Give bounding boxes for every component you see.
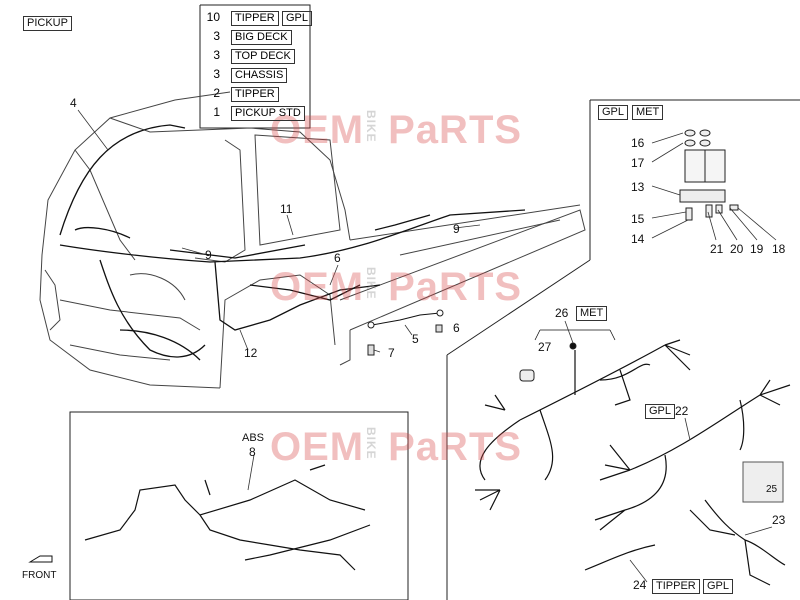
- callout: 14: [631, 232, 645, 246]
- callout: 21: [710, 242, 724, 256]
- kit-row: 3 CHASSIS: [200, 67, 320, 85]
- cable-24: [584, 544, 656, 571]
- callout: 13: [631, 180, 645, 194]
- callout: 18: [772, 242, 786, 256]
- met-tag: MET: [632, 105, 664, 120]
- gpl-tag: GPL: [598, 105, 629, 120]
- front-label: FRONT: [22, 570, 57, 581]
- callout: 9: [205, 248, 212, 262]
- kit-row: 2 TIPPER: [200, 86, 320, 104]
- kit-row: 10 TIPPER GPL: [200, 10, 320, 28]
- kit-row: 3 TOP DECK: [200, 48, 320, 66]
- harness-23: [689, 499, 786, 586]
- callout: 27: [538, 340, 552, 354]
- callout: 23: [772, 513, 786, 527]
- gpl-tag-24: GPL: [703, 579, 734, 594]
- kit-table-frame: [199, 4, 311, 129]
- callout: 6: [453, 321, 460, 335]
- callout: 12: [244, 346, 258, 360]
- callout: 11: [280, 202, 293, 216]
- callout: 8: [249, 445, 256, 459]
- bolt-part-7: [367, 344, 375, 356]
- callout: 4: [70, 96, 77, 110]
- callout: 24: [633, 578, 647, 592]
- gpl-tag-22: GPL: [645, 404, 676, 419]
- callout: 7: [388, 346, 395, 360]
- clip-part-6: [435, 324, 443, 333]
- callout: 17: [631, 156, 645, 170]
- met-tag-26: MET: [576, 306, 608, 321]
- label-card-25: [742, 461, 784, 503]
- callout: 19: [750, 242, 764, 256]
- callout: 9: [453, 222, 460, 236]
- abs-harness-8: [84, 464, 371, 571]
- callout: 26: [555, 306, 569, 320]
- truck-cab-drawing: [39, 91, 586, 389]
- callout: 15: [631, 212, 645, 226]
- pickup-tag: PICKUP: [23, 16, 72, 31]
- callout: 20: [730, 242, 744, 256]
- cab-harness: [59, 124, 526, 361]
- callout: 22: [675, 404, 689, 418]
- abs-label: ABS: [242, 432, 265, 444]
- kit-row: 3 BIG DECK: [200, 29, 320, 47]
- front-arrow-icon: [28, 555, 53, 563]
- grommet-27: [519, 369, 535, 382]
- callout: 5: [412, 332, 419, 346]
- tipper-tag-24: TIPPER: [652, 579, 700, 594]
- harness-22: [594, 379, 791, 531]
- relay-assembly: [679, 129, 739, 221]
- callout: 25: [766, 484, 778, 495]
- callout: 16: [631, 136, 645, 150]
- cable-part-5: [371, 312, 441, 326]
- kit-row: 1 PICKUP STD: [200, 105, 320, 123]
- callout: 6: [334, 251, 341, 265]
- abs-section-frame: [69, 411, 409, 600]
- harness-26: [475, 329, 691, 511]
